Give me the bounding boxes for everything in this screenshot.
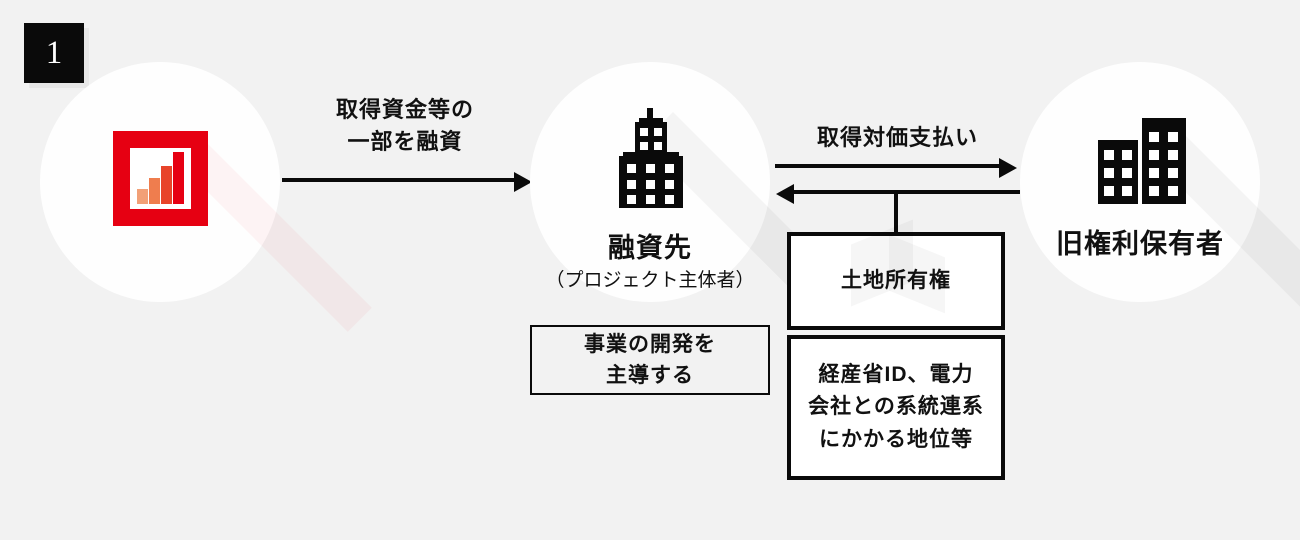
step-number-text: 1 bbox=[45, 34, 63, 71]
arrow-loan-head-icon bbox=[514, 172, 532, 192]
office-window bbox=[1104, 186, 1114, 196]
arrow-payment-label: 取得対価支払い bbox=[775, 122, 1020, 154]
office-window bbox=[1168, 132, 1178, 142]
office-window bbox=[1104, 168, 1114, 178]
office-window bbox=[1104, 150, 1114, 160]
box-land-right: 土地所有権 bbox=[787, 232, 1005, 330]
arrow-transfer-line bbox=[792, 190, 1020, 194]
skyscraper-window bbox=[646, 164, 655, 173]
arrow-loan-line bbox=[282, 178, 518, 182]
office-window bbox=[1149, 168, 1159, 178]
skyscraper-window bbox=[640, 128, 648, 136]
arrow-payment-line bbox=[775, 164, 1003, 168]
box-status-rights-line2: 会社との系統連系 bbox=[808, 395, 984, 419]
node-former-rights-holder-label: 旧権利保有者 bbox=[1056, 229, 1224, 259]
box-land-right-text: 土地所有権 bbox=[841, 265, 951, 298]
node-former-rights-holder-circle bbox=[1020, 62, 1260, 302]
chart-bar-4 bbox=[173, 152, 184, 204]
node-borrower-label: 融資先 bbox=[608, 233, 692, 263]
skyscraper-window bbox=[654, 128, 662, 136]
chart-bar-3 bbox=[161, 166, 172, 204]
skyscraper-window bbox=[654, 142, 662, 150]
skyscraper-base bbox=[619, 156, 683, 208]
skyscraper-window bbox=[646, 195, 655, 204]
skyscraper-window bbox=[627, 180, 636, 189]
skyscraper-window bbox=[627, 164, 636, 173]
box-role: 事業の開発を 主導する bbox=[530, 325, 770, 395]
box-role-line1: 事業の開発を bbox=[584, 332, 716, 356]
skyscraper-antenna bbox=[647, 108, 653, 124]
skyscraper-window bbox=[665, 180, 674, 189]
bar-chart-frame-icon bbox=[113, 131, 372, 332]
arrow-loan-label-line1: 取得資金等の bbox=[335, 97, 474, 122]
office-window bbox=[1122, 150, 1132, 160]
skyscraper-window bbox=[640, 142, 648, 150]
office-window bbox=[1168, 150, 1178, 160]
office-window bbox=[1149, 132, 1159, 142]
chart-bar-2 bbox=[149, 178, 160, 204]
chart-bar-1 bbox=[137, 189, 148, 204]
box-status-rights-line3: にかかる地位等 bbox=[818, 427, 973, 451]
node-borrower-sublabel: （プロジェクト主体者） bbox=[545, 270, 755, 291]
box-status-rights-text: 経産省ID、電力 会社との系統連系 にかかる地位等 bbox=[808, 359, 984, 457]
box-status-rights-line1: 経産省ID、電力 bbox=[818, 362, 974, 386]
skyscraper-base-cap bbox=[623, 152, 679, 158]
skyscraper-window bbox=[665, 164, 674, 173]
box-role-line2: 主導する bbox=[606, 364, 694, 387]
arrow-payment-label-line1: 取得対価支払い bbox=[816, 125, 978, 150]
chart-icon-bars bbox=[137, 152, 187, 204]
arrow-transfer-head-icon bbox=[776, 184, 794, 204]
skyscraper-window bbox=[627, 195, 636, 204]
office-window bbox=[1168, 186, 1178, 196]
arrow-transfer-stem bbox=[894, 190, 898, 235]
office-window bbox=[1149, 186, 1159, 196]
office-buildings-icon bbox=[1098, 118, 1300, 320]
arrow-payment-head-icon bbox=[999, 158, 1017, 178]
office-building-right bbox=[1142, 118, 1186, 204]
box-land-right-line1: 土地所有権 bbox=[841, 268, 951, 292]
office-building-left bbox=[1098, 140, 1138, 204]
office-window bbox=[1122, 186, 1132, 196]
skyscraper-window bbox=[665, 195, 674, 204]
skyscraper-window bbox=[646, 180, 655, 189]
office-window bbox=[1168, 168, 1178, 178]
office-window bbox=[1149, 150, 1159, 160]
skyscraper-icon bbox=[615, 108, 857, 326]
box-role-text: 事業の開発を 主導する bbox=[584, 329, 716, 392]
chart-icon-frame bbox=[113, 131, 208, 226]
step-number-badge: 1 bbox=[24, 23, 84, 83]
arrow-loan-label: 取得資金等の 一部を融資 bbox=[280, 94, 530, 158]
box-status-rights: 経産省ID、電力 会社との系統連系 にかかる地位等 bbox=[787, 335, 1005, 480]
arrow-loan-label-line2: 一部を融資 bbox=[347, 128, 463, 154]
office-window bbox=[1122, 168, 1132, 178]
